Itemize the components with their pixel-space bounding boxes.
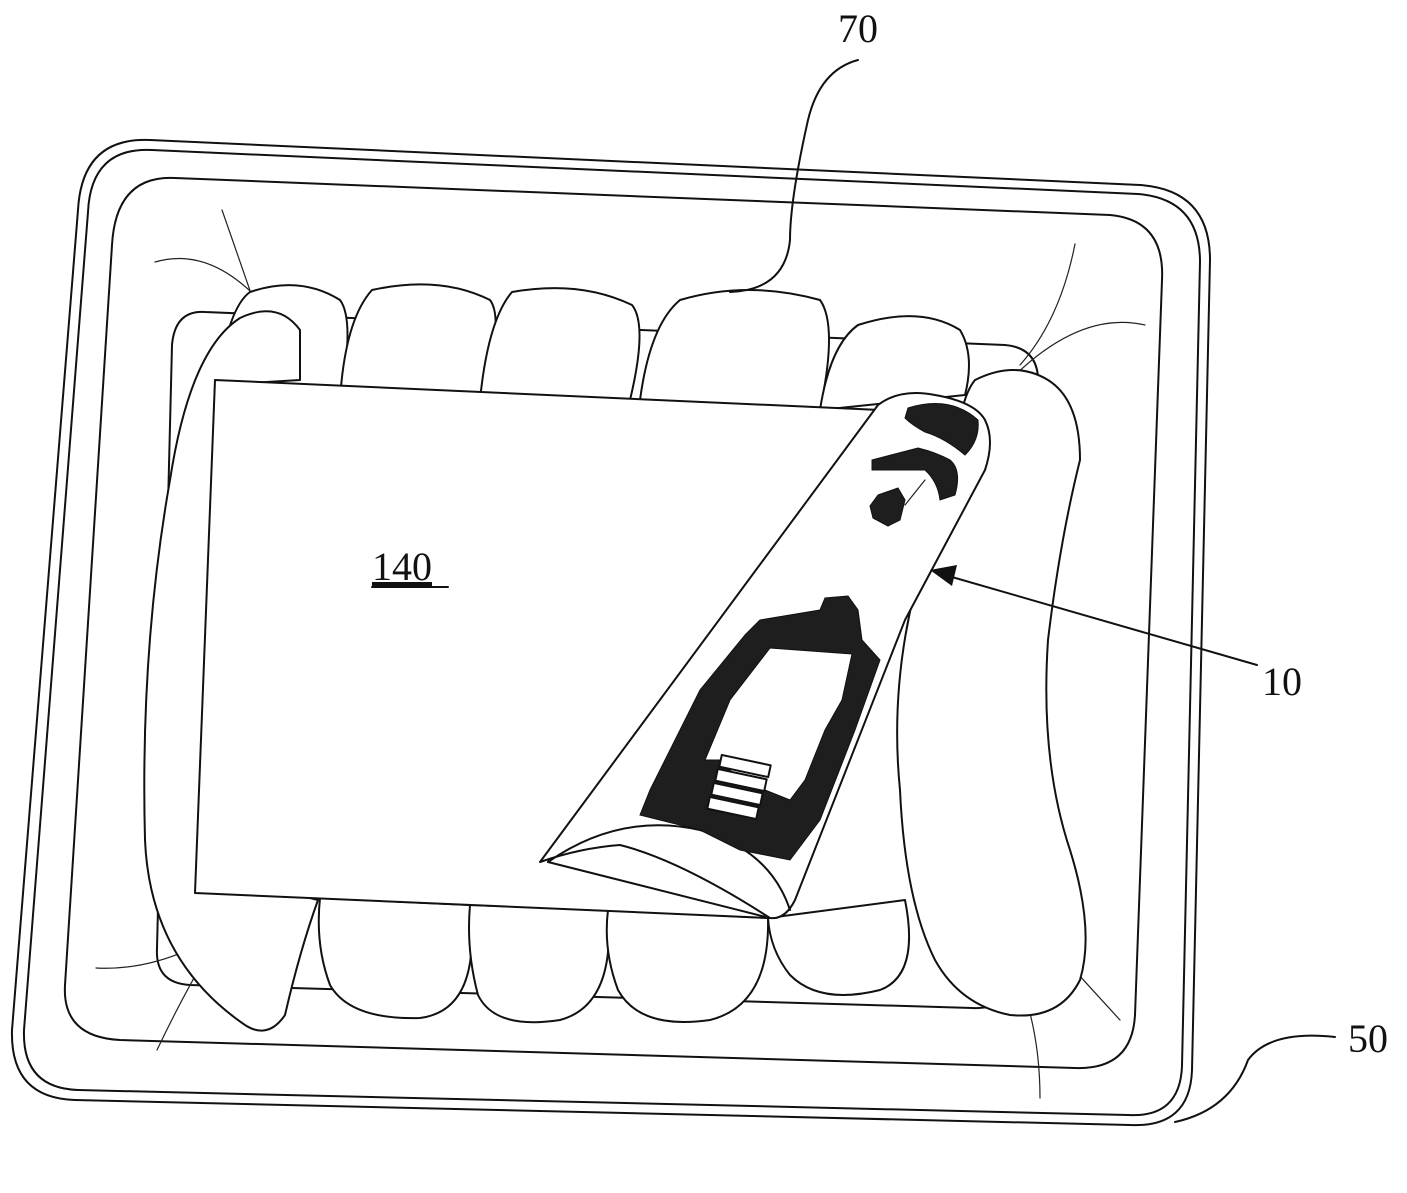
- sausage: [317, 897, 473, 1020]
- sausage: [468, 904, 610, 1024]
- upper-window-frame: [904, 403, 979, 456]
- chip-trace: [904, 479, 926, 506]
- sausage: [819, 315, 970, 411]
- cell: [710, 781, 764, 807]
- ref-10: 10: [1262, 659, 1302, 704]
- sausage: [639, 289, 830, 411]
- battery-cells: [706, 753, 772, 821]
- ref-70: 70: [838, 6, 878, 51]
- cell: [718, 753, 772, 779]
- cell: [706, 795, 760, 821]
- sensor-tag-10: [539, 392, 991, 920]
- wrinkle: [1009, 321, 1146, 381]
- sausage: [339, 283, 497, 401]
- wrinkle: [1019, 243, 1076, 366]
- leader-70: [729, 59, 859, 293]
- leader-10-arrowhead: [930, 565, 957, 586]
- chip: [869, 487, 906, 527]
- sausage: [767, 899, 911, 996]
- sausage: [143, 310, 319, 1032]
- sausages: [143, 283, 1087, 1032]
- label-140: 140: [194, 379, 881, 919]
- reference-numerals: 70 10 50: [729, 6, 1388, 1123]
- ref-50: 50: [1348, 1016, 1388, 1061]
- tray-floor: [155, 310, 1040, 1010]
- label-sheet: [194, 379, 881, 919]
- upper-window-bar: [871, 447, 959, 501]
- label-140-ref: 140: [372, 544, 432, 589]
- leader-50: [1174, 1034, 1336, 1123]
- lower-print-frame: [639, 595, 881, 861]
- tray-inner-wall: [63, 176, 1164, 1070]
- sausage: [605, 909, 770, 1023]
- tray-outer-rim-inner-edge: [22, 148, 1201, 1117]
- tray-outer-rim: [10, 138, 1211, 1127]
- cell: [714, 767, 768, 793]
- sausage: [479, 287, 641, 401]
- leader-10: [944, 574, 1258, 666]
